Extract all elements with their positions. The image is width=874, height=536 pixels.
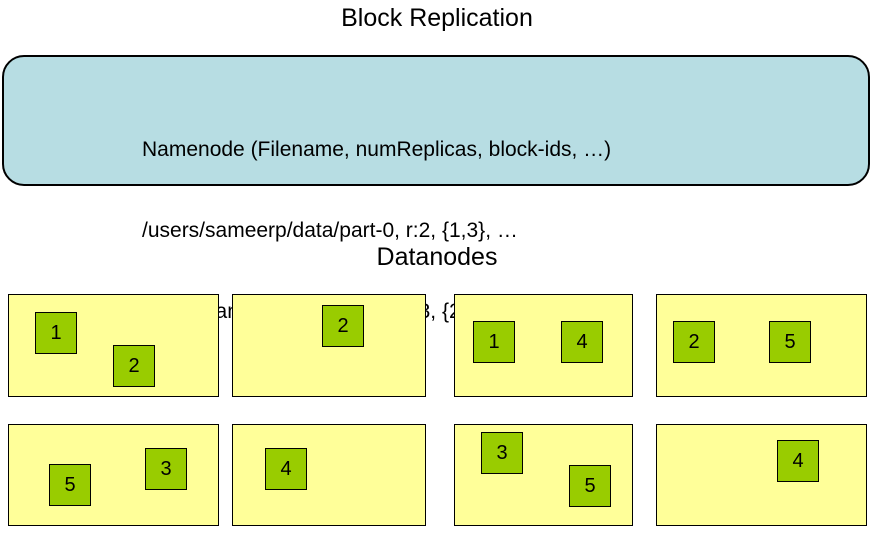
block-replica: 5	[49, 464, 91, 506]
block-replica: 2	[113, 345, 155, 387]
datanodes-section-label: Datanodes	[376, 243, 498, 271]
namenode-line-schema: Namenode (Filename, numReplicas, block-i…	[142, 138, 612, 161]
block-replica: 3	[145, 448, 187, 490]
datanode-2: 2	[232, 294, 426, 397]
block-replica: 5	[569, 465, 611, 507]
block-replica: 1	[35, 312, 77, 354]
datanode-6: 4	[232, 424, 426, 526]
namenode-line-part-0: /users/sameerp/data/part-0, r:2, {1,3}, …	[142, 219, 518, 242]
block-replica: 4	[777, 440, 819, 482]
page-title: Block Replication	[341, 4, 533, 32]
block-replica: 4	[265, 448, 307, 490]
block-replica: 2	[673, 321, 715, 363]
block-replica: 5	[769, 321, 811, 363]
block-replica: 2	[322, 305, 364, 347]
datanode-8: 4	[656, 424, 867, 526]
block-replica: 3	[481, 432, 523, 474]
block-replica: 4	[561, 321, 603, 363]
block-replica: 1	[473, 321, 515, 363]
namenode-box: Namenode (Filename, numReplicas, block-i…	[2, 55, 870, 323]
